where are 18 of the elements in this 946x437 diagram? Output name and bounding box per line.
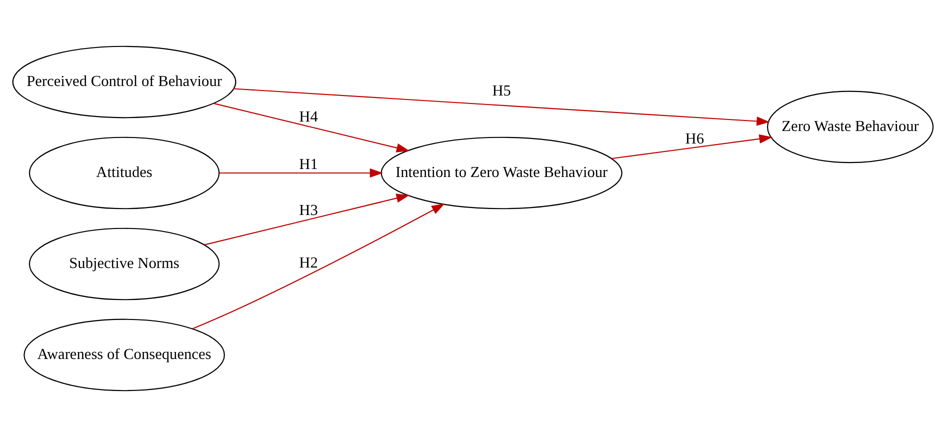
arrow	[220, 168, 383, 178]
edge-label: H3	[299, 202, 318, 219]
edge-label: H1	[299, 156, 318, 173]
edge-label: H2	[299, 254, 318, 272]
node-ellipse: Perceived Control of Behaviour	[12, 46, 236, 118]
node-ellipse: Intention to Zero Waste Behaviour	[380, 136, 622, 210]
arrow	[204, 194, 410, 246]
edge-label: H4	[299, 108, 318, 126]
arrow	[234, 88, 770, 126]
node-ellipse: Subjective Norms	[28, 228, 220, 300]
node-ellipse: Zero Waste Behaviour	[766, 90, 934, 164]
edge-label: H6	[685, 130, 704, 148]
arrow	[612, 134, 772, 160]
arrow	[214, 102, 410, 152]
node-ellipse: Awareness of Consequences	[24, 318, 225, 392]
node-ellipse: Attitudes	[28, 136, 220, 210]
arrow	[192, 204, 445, 330]
edge-label: H5	[492, 82, 511, 100]
